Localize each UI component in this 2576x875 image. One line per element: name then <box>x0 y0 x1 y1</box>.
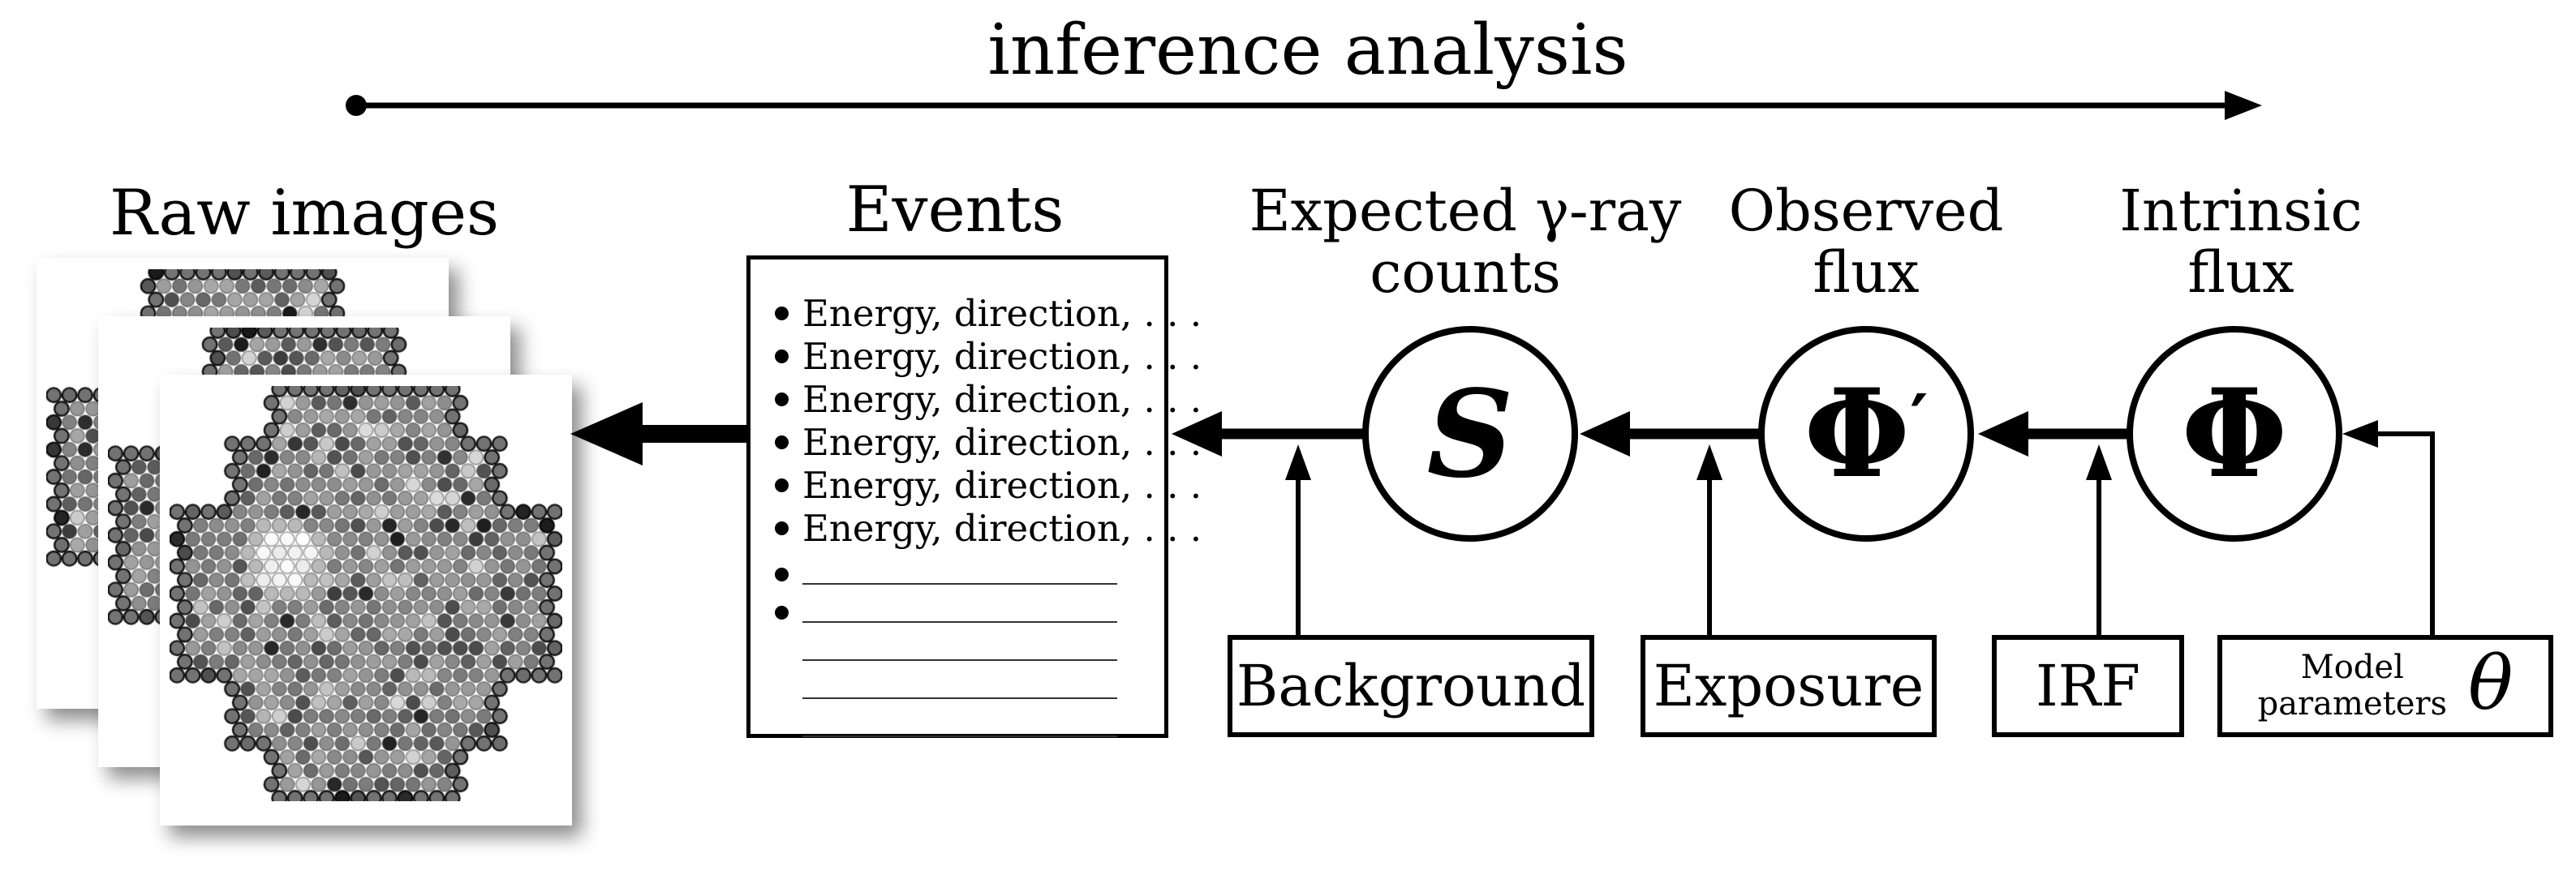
event-ruled-row <box>775 628 1117 666</box>
event-item-text: Energy, direction, . . . <box>802 335 1202 378</box>
event-ruled-row <box>775 704 1117 742</box>
model-label-line1: Model <box>2300 649 2404 686</box>
node-label-intrinsic-flux: Intrinsic flux <box>1981 180 2501 303</box>
left-arrowhead-icon <box>1580 411 1630 457</box>
model-label-line2: parameters <box>2257 685 2448 723</box>
bullet-icon <box>775 521 789 535</box>
blank-rule-line <box>802 659 1117 661</box>
event-ruled-row <box>775 666 1117 704</box>
label-line1: Observed <box>1728 178 2004 244</box>
page-title: inference analysis <box>987 10 1628 91</box>
model-parameters-label: Model parameters <box>2258 650 2447 723</box>
event-item-text: Energy, direction, . . . <box>802 507 1202 550</box>
label-line1: Expected γ-ray <box>1249 178 1682 244</box>
arrow-events-to-raw-images <box>570 402 750 465</box>
label-line2: flux <box>1813 239 1920 306</box>
up-arrowhead-icon <box>1697 444 1722 480</box>
event-list: Energy, direction, . . .Energy, directio… <box>775 292 1202 550</box>
model-parameters-content: Model parameters θ <box>2258 639 2514 730</box>
event-list-item: Energy, direction, . . . <box>775 464 1202 507</box>
event-list-item: Energy, direction, . . . <box>775 507 1202 550</box>
bullet-icon <box>775 568 789 581</box>
prime-mark: ′ <box>1910 380 1929 461</box>
arrow-background-up <box>1285 444 1311 635</box>
up-arrowhead-icon <box>1285 444 1311 480</box>
background-label: Background <box>1236 653 1586 719</box>
arrow-observed-to-counts <box>1580 411 1760 457</box>
blank-rule-line <box>802 736 1117 737</box>
exposure-label: Exposure <box>1653 653 1924 719</box>
left-arrowhead-icon <box>1172 411 1222 457</box>
event-ruled-list <box>775 551 1117 742</box>
events-label: Events <box>845 174 1064 247</box>
arrow-intrinsic-to-observed <box>1978 411 2128 457</box>
bullet-icon <box>775 478 789 492</box>
up-arrowhead-icon <box>2086 444 2112 480</box>
event-list-item: Energy, direction, . . . <box>775 335 1202 378</box>
event-item-text: Energy, direction, . . . <box>802 421 1202 464</box>
node-circle-expected-counts: S <box>1362 326 1578 542</box>
theta-symbol: θ <box>2468 639 2514 727</box>
irf-label: IRF <box>2036 653 2140 719</box>
blank-rule-line <box>802 583 1117 585</box>
event-ruled-row <box>775 551 1117 590</box>
node-label-observed-flux: Observed flux <box>1606 180 2126 303</box>
input-box-model-parameters: Model parameters θ <box>2217 635 2553 737</box>
input-box-background: Background <box>1228 635 1594 737</box>
label-line2: flux <box>2187 239 2294 306</box>
arrow-irf-up <box>2086 444 2112 635</box>
arrow-exposure-up <box>1697 444 1722 635</box>
left-arrowhead-icon <box>1978 411 2028 457</box>
event-list-item: Energy, direction, . . . <box>775 292 1202 335</box>
arrow-model-to-intrinsic <box>2342 420 2435 635</box>
event-item-text: Energy, direction, . . . <box>802 378 1202 421</box>
bullet-icon <box>775 435 789 449</box>
blank-rule-line <box>802 621 1117 623</box>
bullet-icon <box>775 307 789 320</box>
arrow-start-dot-icon <box>346 95 367 116</box>
raw-image-card-front <box>160 375 572 826</box>
input-box-exposure: Exposure <box>1641 635 1937 737</box>
bullet-icon <box>775 606 789 620</box>
inference-analysis-arrow <box>346 91 2262 120</box>
intrinsic-flux-symbol: Φ <box>2181 362 2288 505</box>
right-arrowhead-icon <box>2225 91 2262 120</box>
label-line1: Intrinsic <box>2119 178 2363 244</box>
node-circle-intrinsic-flux: Φ <box>2127 326 2342 542</box>
event-item-text: Energy, direction, . . . <box>802 464 1202 507</box>
input-box-irf: IRF <box>1992 635 2184 737</box>
raw-images-label: Raw images <box>109 177 500 250</box>
bullet-icon <box>775 392 789 406</box>
arrow-counts-to-events <box>1172 411 1364 457</box>
event-item-text: Energy, direction, . . . <box>802 292 1202 335</box>
node-label-expected-counts: Expected γ-ray counts <box>1206 180 1725 303</box>
left-arrowhead-icon <box>2342 420 2378 448</box>
left-arrowhead-icon <box>570 402 643 465</box>
event-ruled-row <box>775 590 1117 628</box>
blank-rule-line <box>802 697 1117 699</box>
events-box: Energy, direction, . . .Energy, directio… <box>746 255 1202 738</box>
phi-glyph: Φ <box>1804 362 1911 505</box>
label-line2: counts <box>1370 239 1561 306</box>
event-list-item: Energy, direction, . . . <box>775 378 1202 421</box>
event-list-item: Energy, direction, . . . <box>775 421 1202 464</box>
counts-symbol: S <box>1426 363 1514 504</box>
node-circle-observed-flux: Φ′ <box>1758 326 1974 542</box>
bullet-icon <box>775 350 789 363</box>
camera-image-front <box>170 386 562 801</box>
observed-flux-symbol: Φ′ <box>1804 373 1928 495</box>
